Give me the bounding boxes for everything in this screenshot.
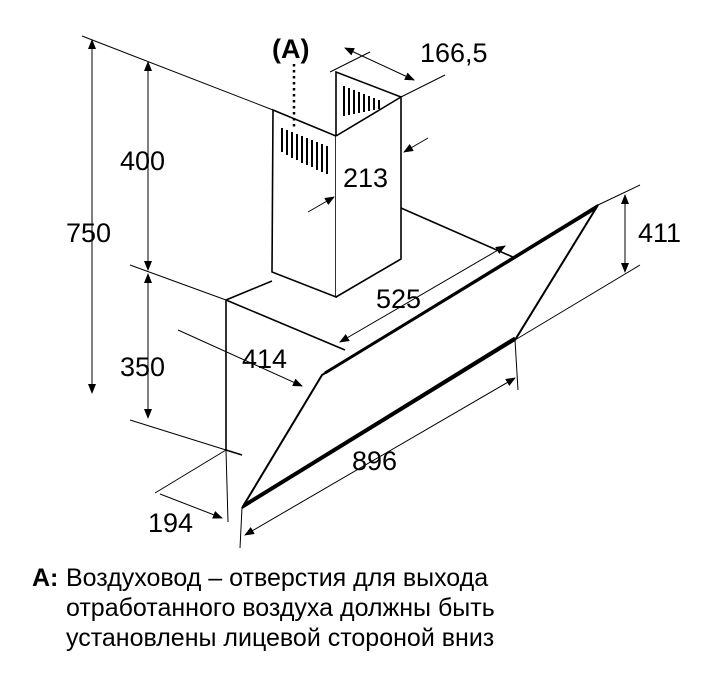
footnote-label: A:	[32, 564, 59, 592]
dim-bottom-depth: 194	[148, 508, 193, 538]
hood-dimension-diagram: 750 400 350 166,5 213 414 525 411 896 19…	[66, 34, 681, 549]
footnote-line-3: установлены лицевой стороной вниз	[66, 624, 495, 652]
dim-body-width: 525	[376, 284, 421, 314]
callout-a: (A)	[272, 34, 309, 64]
dim-total-height: 750	[66, 218, 111, 248]
dim-chimney-width: 166,5	[420, 38, 488, 68]
footnote-line-2: отработанного воздуха должны быть	[66, 594, 495, 622]
dim-body-depth: 414	[242, 344, 287, 374]
dimension-lines	[81, 35, 641, 549]
dim-glass-height: 411	[638, 218, 681, 248]
footnote-line-1: Воздуховод – отверстия для выхода	[66, 564, 489, 592]
dim-chimney-depth: 213	[343, 163, 388, 193]
dim-glass-width: 896	[352, 446, 397, 476]
dim-chimney-height: 400	[120, 146, 165, 176]
dim-body-height: 350	[120, 352, 165, 382]
footnote: A:Воздуховод – отверстия для выхода отра…	[32, 563, 495, 653]
